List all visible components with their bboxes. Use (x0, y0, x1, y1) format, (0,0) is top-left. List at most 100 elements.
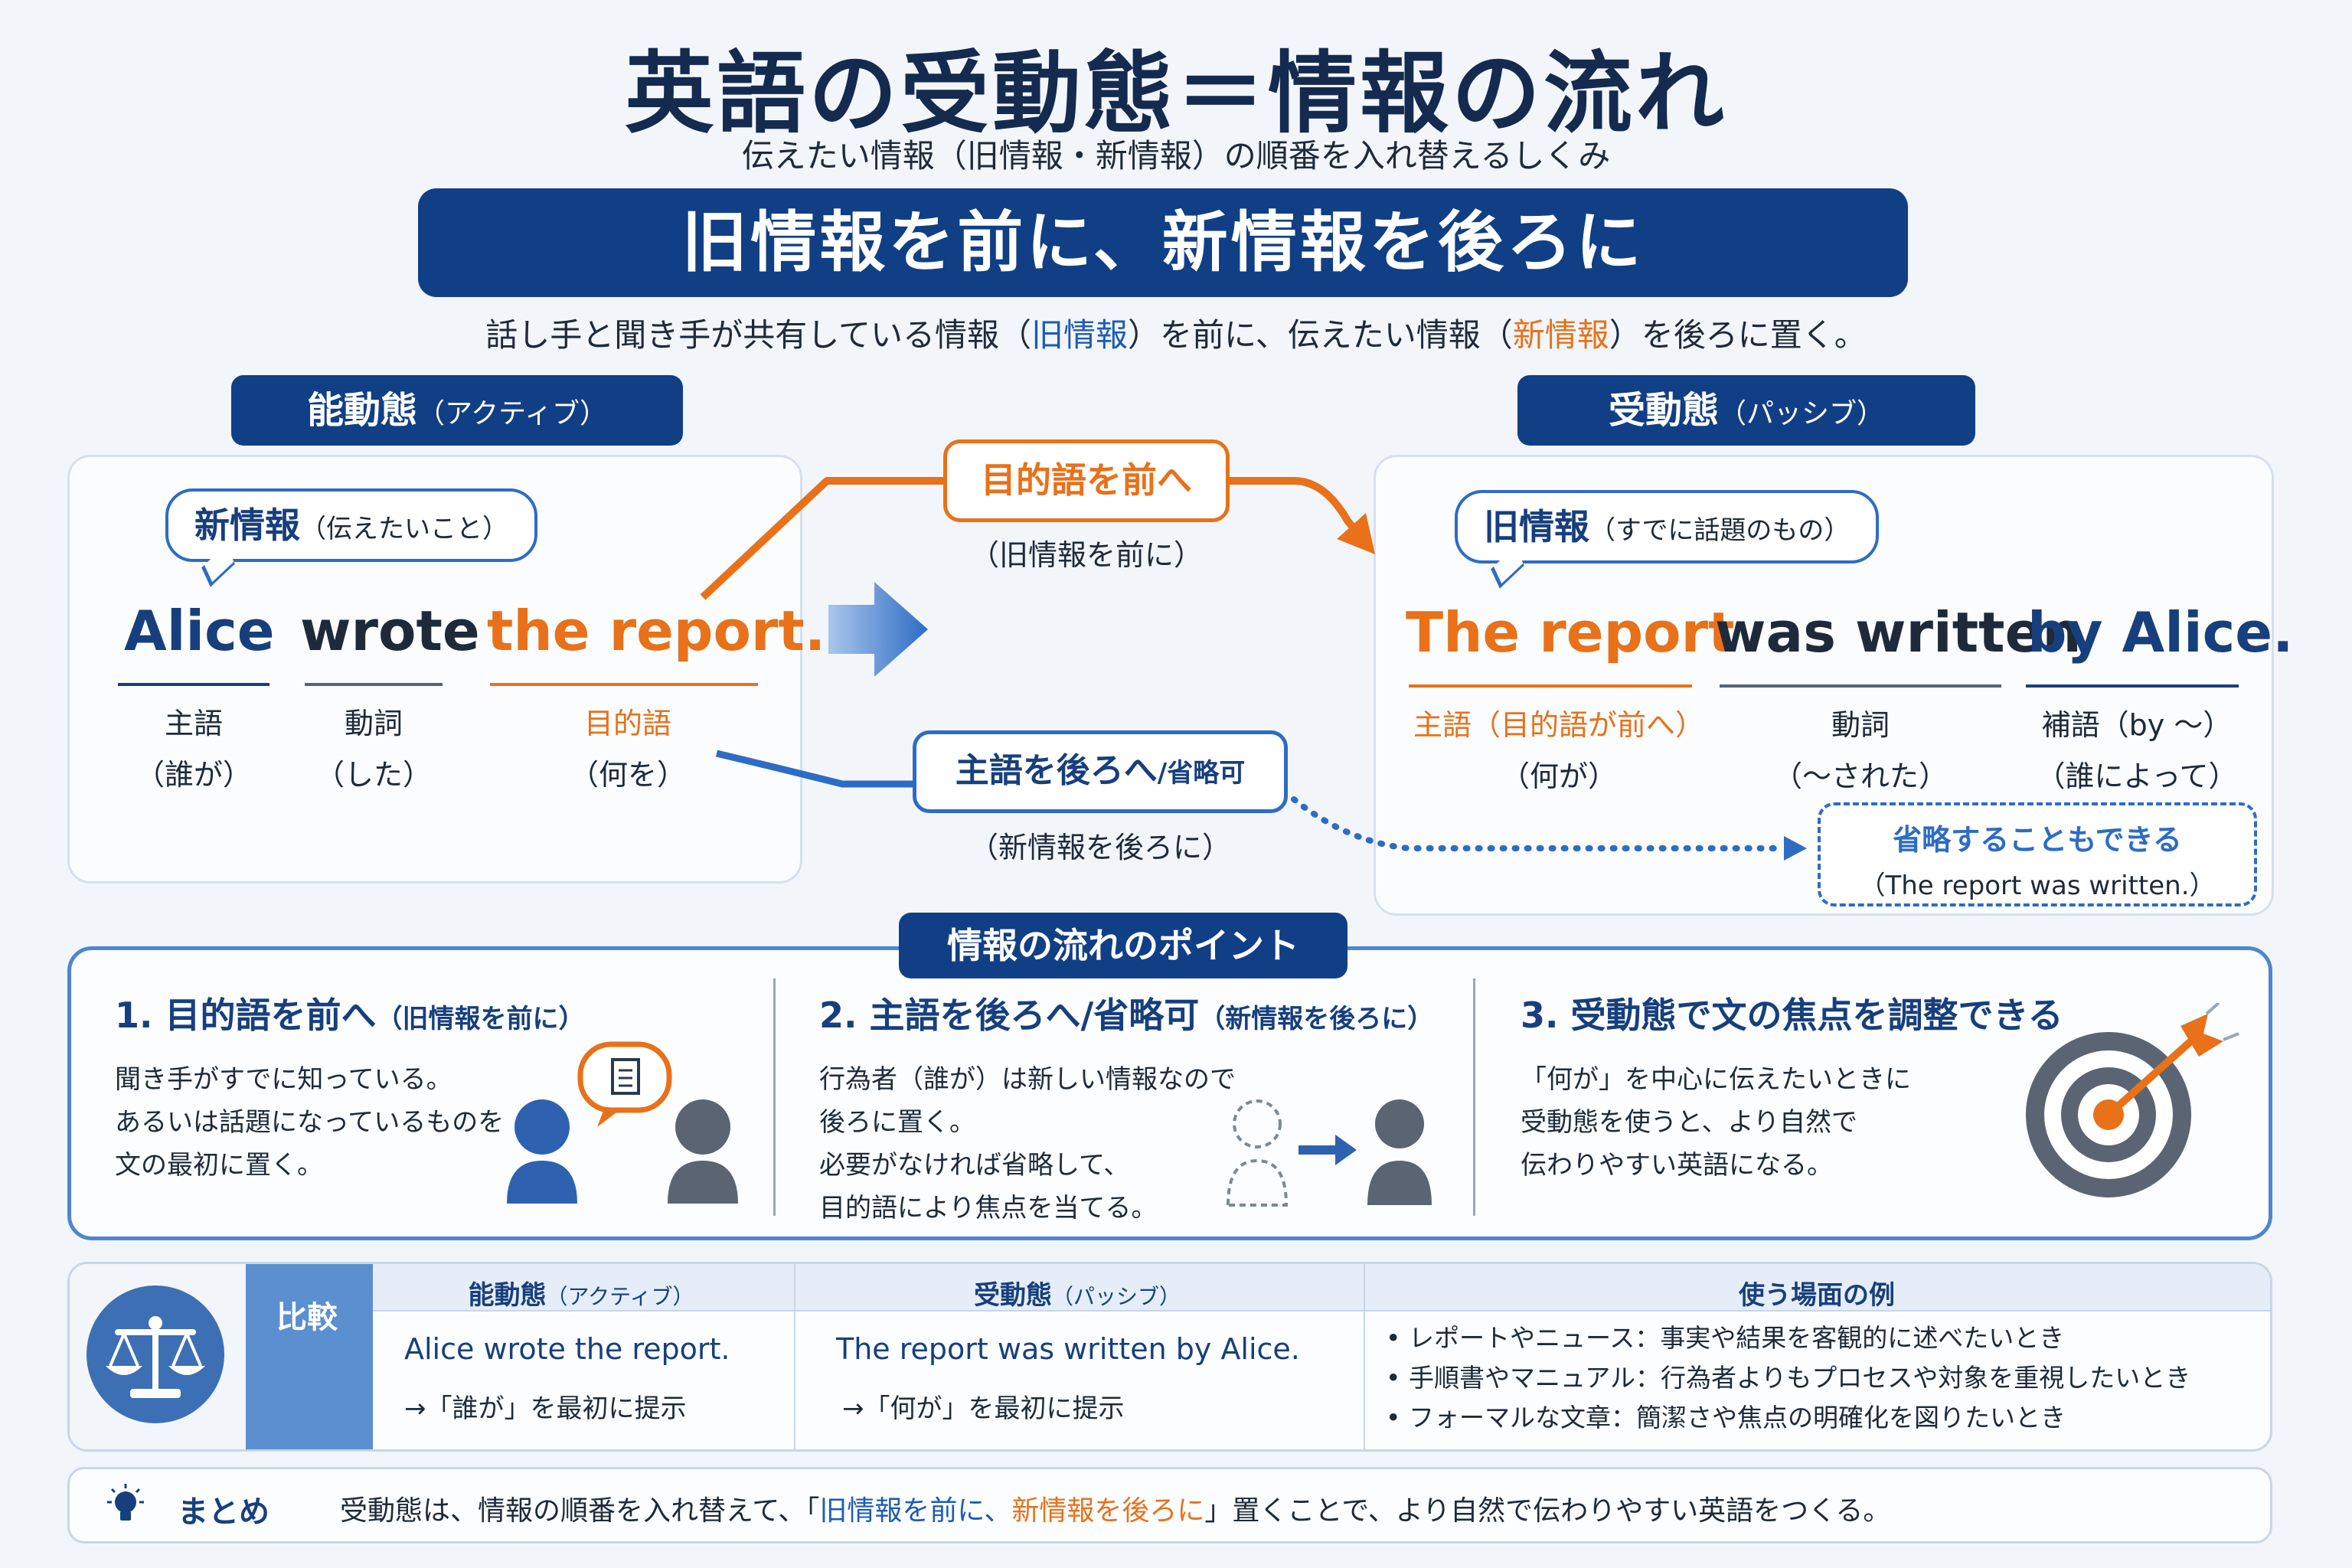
points-divider-1 (773, 978, 776, 1216)
compare-active-jp: →「誰が」を最初に提示 (404, 1393, 687, 1424)
point-1: 1. 目的語を前へ（旧情報を前に） 聞き手がすでに知っている。 あるいは話題にな… (115, 988, 585, 1187)
passive-role-subject: 主語（目的語が前へ） （何が） (1406, 701, 1712, 795)
active-tab-label: 能動態 (306, 389, 417, 432)
point-1-title: 1. 目的語を前へ（旧情報を前に） (115, 995, 585, 1036)
active-word-subject: Alice (124, 599, 275, 663)
desc-part3: ）を後ろに置く。 (1609, 316, 1867, 354)
compare-divider-1 (794, 1264, 795, 1449)
agent-omit-icon (1226, 1099, 1432, 1207)
active-word-verb: wrote (300, 599, 480, 663)
omit-box: 省略することもできる （The report was written.） (1818, 802, 2257, 906)
desc-new-info: 新情報 (1512, 316, 1609, 354)
passive-tab-label: 受動態 (1608, 389, 1719, 432)
desc-part2: ）を前に、伝えたい情報（ (1127, 316, 1513, 354)
orange-arrowhead (1337, 513, 1375, 554)
usage-item: • 手順書やマニュアル：行為者よりもプロセスや対象を重視したいとき (1386, 1363, 2191, 1393)
page-subtitle: 伝えたい情報（旧情報・新情報）の順番を入れ替えるしくみ (741, 137, 1611, 175)
compare-active-en: Alice wrote the report. (404, 1332, 730, 1366)
passive-role-agent: 補語（by 〜） （誰によって） (2026, 701, 2248, 795)
person-icon (507, 1099, 577, 1204)
description: 話し手と聞き手が共有している情報（旧情報）を前に、伝えたい情報（新情報）を後ろに… (0, 309, 2352, 356)
passive-role-subject-sub: （何が） (1500, 760, 1617, 793)
subject-back-label: 主語を後ろへ (955, 751, 1158, 790)
passive-role-agent-sub: （誰によって） (2036, 760, 2238, 793)
usage-item: • レポートやニュース：事実や結果を客観的に述べたいとき (1386, 1323, 2065, 1353)
point-2: 2. 主語を後ろへ/省略可（新情報を後ろに） 行為者（誰が）は新しい情報なので … (819, 988, 1433, 1230)
object-forward-note: （旧情報を前に） (969, 538, 1203, 572)
passive-role-agent-name: 補語（by 〜） (2041, 708, 2233, 742)
active-tab: 能動態（アクティブ） (231, 375, 683, 446)
point-2-title: 2. 主語を後ろへ/省略可（新情報を後ろに） (819, 995, 1434, 1036)
point-3: 3. 受動態で文の焦点を調整できる 「何が」を中心に伝えたいときに 受動態を使う… (1521, 988, 2063, 1187)
active-role-object-sub: （何を） (569, 758, 686, 792)
compare-usage-head: 使う場面の例 (1739, 1280, 1895, 1311)
passive-word-agent: by Alice. (2027, 600, 2294, 665)
person-icon (1367, 1099, 1432, 1205)
desc-old-info: 旧情報 (1031, 316, 1128, 354)
passive-word-subject: The report (1406, 600, 1735, 665)
orange-flow-line-2 (1230, 477, 1357, 531)
compare-active-head: 能動態（アクティブ） (468, 1280, 694, 1311)
compare-passive-head: 受動態（パッシブ） (973, 1280, 1181, 1311)
active-bubble-main: 新情報 (194, 505, 300, 546)
passive-word-verb: was written (1715, 600, 2082, 665)
compare-passive-jp: →「何が」を最初に提示 (842, 1393, 1125, 1424)
person-icon (668, 1099, 738, 1204)
active-role-subject: 主語 （誰が） (118, 700, 270, 793)
point-2-body: 行為者（誰が）は新しい情報なので 後ろに置く。 必要がなければ省略して、 目的語… (819, 1064, 1236, 1223)
active-word-object: the report. (487, 599, 826, 663)
dashed-person-icon (1226, 1099, 1289, 1207)
passive-tab-sub: （パッシブ） (1719, 398, 1885, 430)
active-role-verb: 動詞 （した） (305, 700, 443, 793)
desc-part1: 話し手と聞き手が共有している情報（ (485, 316, 1031, 354)
subject-back-box: 主語を後ろへ/省略可 (913, 730, 1288, 813)
point-3-body: 「何が」を中心に伝えたいときに 受動態を使うと、より自然で 伝わりやすい英語にな… (1521, 1064, 1911, 1181)
compare-label: 比較 (276, 1300, 338, 1335)
active-role-subject-name: 主語 (164, 707, 223, 740)
active-role-subject-sub: （誰が） (135, 758, 252, 792)
point-3-title: 3. 受動態で文の焦点を調整できる (1521, 995, 2063, 1036)
omit-title: 省略することもできる (1893, 823, 2182, 857)
passive-bubble: 旧情報（すでに話題のもの） (1455, 490, 1880, 564)
summary-panel (67, 1467, 2272, 1544)
arrow-right-icon (828, 582, 928, 677)
compare-usage-list: • レポートやニュース：事実や結果を客観的に述べたいとき • 手順書やマニュアル… (1386, 1318, 2190, 1438)
active-bubble-sub: （伝えたいこと） (300, 514, 508, 544)
subject-back-note: （新情報を後ろに） (969, 831, 1231, 864)
passive-role-verb: 動詞 （〜された） (1720, 701, 2001, 795)
passive-bubble-main: 旧情報 (1484, 506, 1589, 547)
summary-text: 受動態は、情報の順番を入れ替えて、「旧情報を前に、新情報を後ろに」置くことで、よ… (340, 1495, 1891, 1527)
dotted-arrowhead (1784, 836, 1807, 861)
active-underline-verb (305, 683, 443, 686)
active-tab-sub: （アクティブ） (416, 398, 608, 430)
points-divider-2 (1473, 978, 1475, 1216)
target-icon (2026, 1003, 2239, 1197)
point-1-body: 聞き手がすでに知っている。 あるいは話題になっているものを 文の最初に置く。 (115, 1064, 505, 1181)
passive-underline-verb (1720, 684, 2001, 688)
passive-role-subject-name: 主語（目的語が前へ） (1413, 708, 1704, 742)
active-underline-object (490, 683, 758, 686)
arrow-right-icon (1298, 1135, 1357, 1165)
compare-passive-en: The report was written by Alice. (836, 1332, 1300, 1366)
speech-bubble-icon (577, 1041, 672, 1127)
omit-example: （The report was written.） (1859, 871, 2216, 901)
passive-role-verb-name: 動詞 (1831, 708, 1890, 742)
usage-item: • フォーマルな文章：簡潔さや焦点の明確化を図りたいとき (1386, 1403, 2066, 1432)
active-role-verb-sub: （した） (315, 758, 432, 792)
dotted-flow-line (1291, 796, 1787, 851)
blue-flow-line (715, 750, 913, 788)
orange-flow-line (700, 477, 943, 600)
passive-underline-subject (1409, 684, 1692, 688)
points-tab: 情報の流れのポイント (899, 913, 1348, 978)
people-talking-icon (507, 1041, 738, 1204)
passive-underline-agent (2026, 684, 2239, 688)
compare-divider-2 (1364, 1264, 1365, 1449)
summary-label: まとめ (178, 1494, 270, 1530)
object-forward-box: 目的語を前へ (943, 439, 1230, 522)
subject-back-suffix: /省略可 (1157, 758, 1246, 789)
compare-label-cell (246, 1264, 373, 1449)
active-role-verb-name: 動詞 (344, 707, 403, 740)
main-banner: 旧情報を前に、新情報を後ろに (418, 188, 1908, 297)
passive-bubble-sub: （すでに話題のもの） (1589, 515, 1851, 546)
